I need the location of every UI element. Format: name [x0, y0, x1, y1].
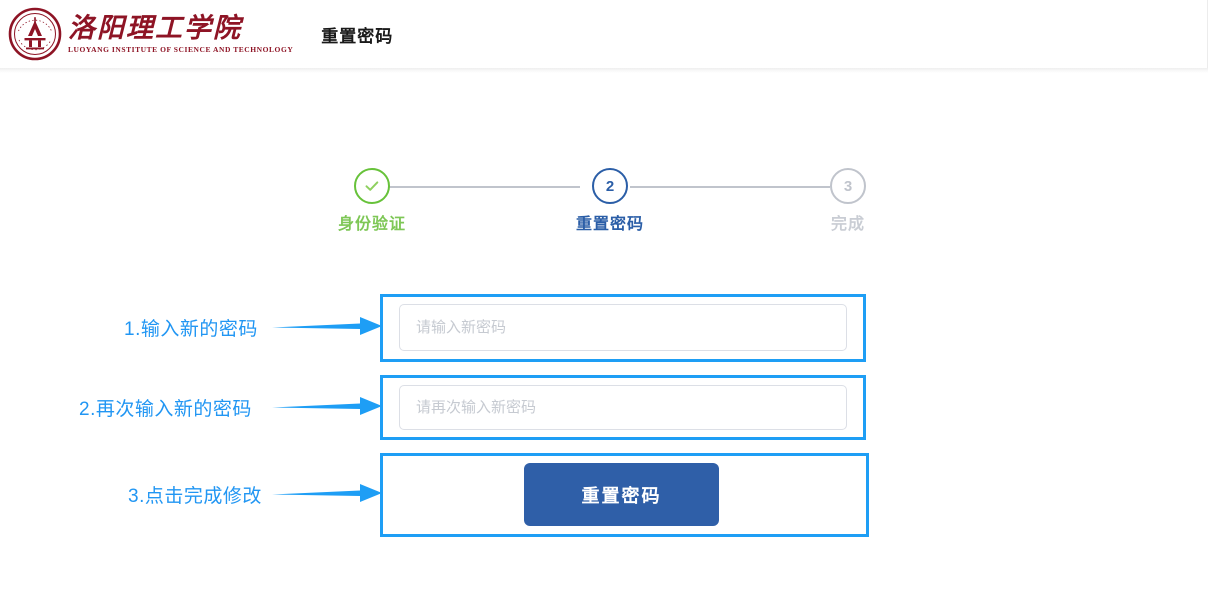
highlight-box-submit: [380, 453, 869, 537]
annotation-label-1: 1.输入新的密码: [124, 319, 258, 340]
step-connector-1: [382, 186, 580, 188]
annotation-label-2: 2.再次输入新的密码: [79, 399, 252, 420]
step-track: 2 3: [330, 168, 890, 205]
highlight-box-confirm-password: [380, 375, 866, 440]
page-title: 重置密码: [321, 26, 394, 46]
logo-wordmark: 洛阳理工学院 LUOYANG INSTITUTE OF SCIENCE AND …: [68, 8, 293, 60]
annotation-arrow-right-icon-1: [272, 317, 382, 335]
step-indicator: 2 3 身份验证 重置密码 完成: [330, 168, 890, 243]
step-node-2[interactable]: 2: [592, 168, 628, 204]
university-seal-icon: [8, 7, 62, 61]
check-icon: [365, 181, 379, 191]
annotation-label-3: 3.点击完成修改: [128, 486, 262, 507]
step-node-3[interactable]: 3: [830, 168, 866, 204]
annotation-arrow-right-icon-3: [272, 484, 382, 502]
reset-password-button[interactable]: 重置密码: [524, 463, 719, 526]
header-divider: [0, 68, 1208, 73]
step-label-1: 身份验证: [337, 216, 406, 233]
step-label-2: 重置密码: [575, 216, 644, 233]
page-header: 洛阳理工学院 LUOYANG INSTITUTE OF SCIENCE AND …: [0, 0, 1208, 68]
logo-english-name: LUOYANG INSTITUTE OF SCIENCE AND TECHNOL…: [68, 45, 294, 55]
step-node-1[interactable]: [354, 168, 390, 204]
step-connector-2: [630, 186, 830, 188]
step-label-3: 完成: [830, 216, 865, 233]
site-logo[interactable]: 洛阳理工学院 LUOYANG INSTITUTE OF SCIENCE AND …: [8, 7, 293, 61]
logo-chinese-name: 洛阳理工学院: [68, 12, 242, 43]
new-password-input[interactable]: [399, 304, 847, 351]
annotation-arrow-right-icon-2: [272, 397, 382, 415]
highlight-box-new-password: [380, 294, 866, 362]
confirm-password-input[interactable]: [399, 385, 847, 430]
